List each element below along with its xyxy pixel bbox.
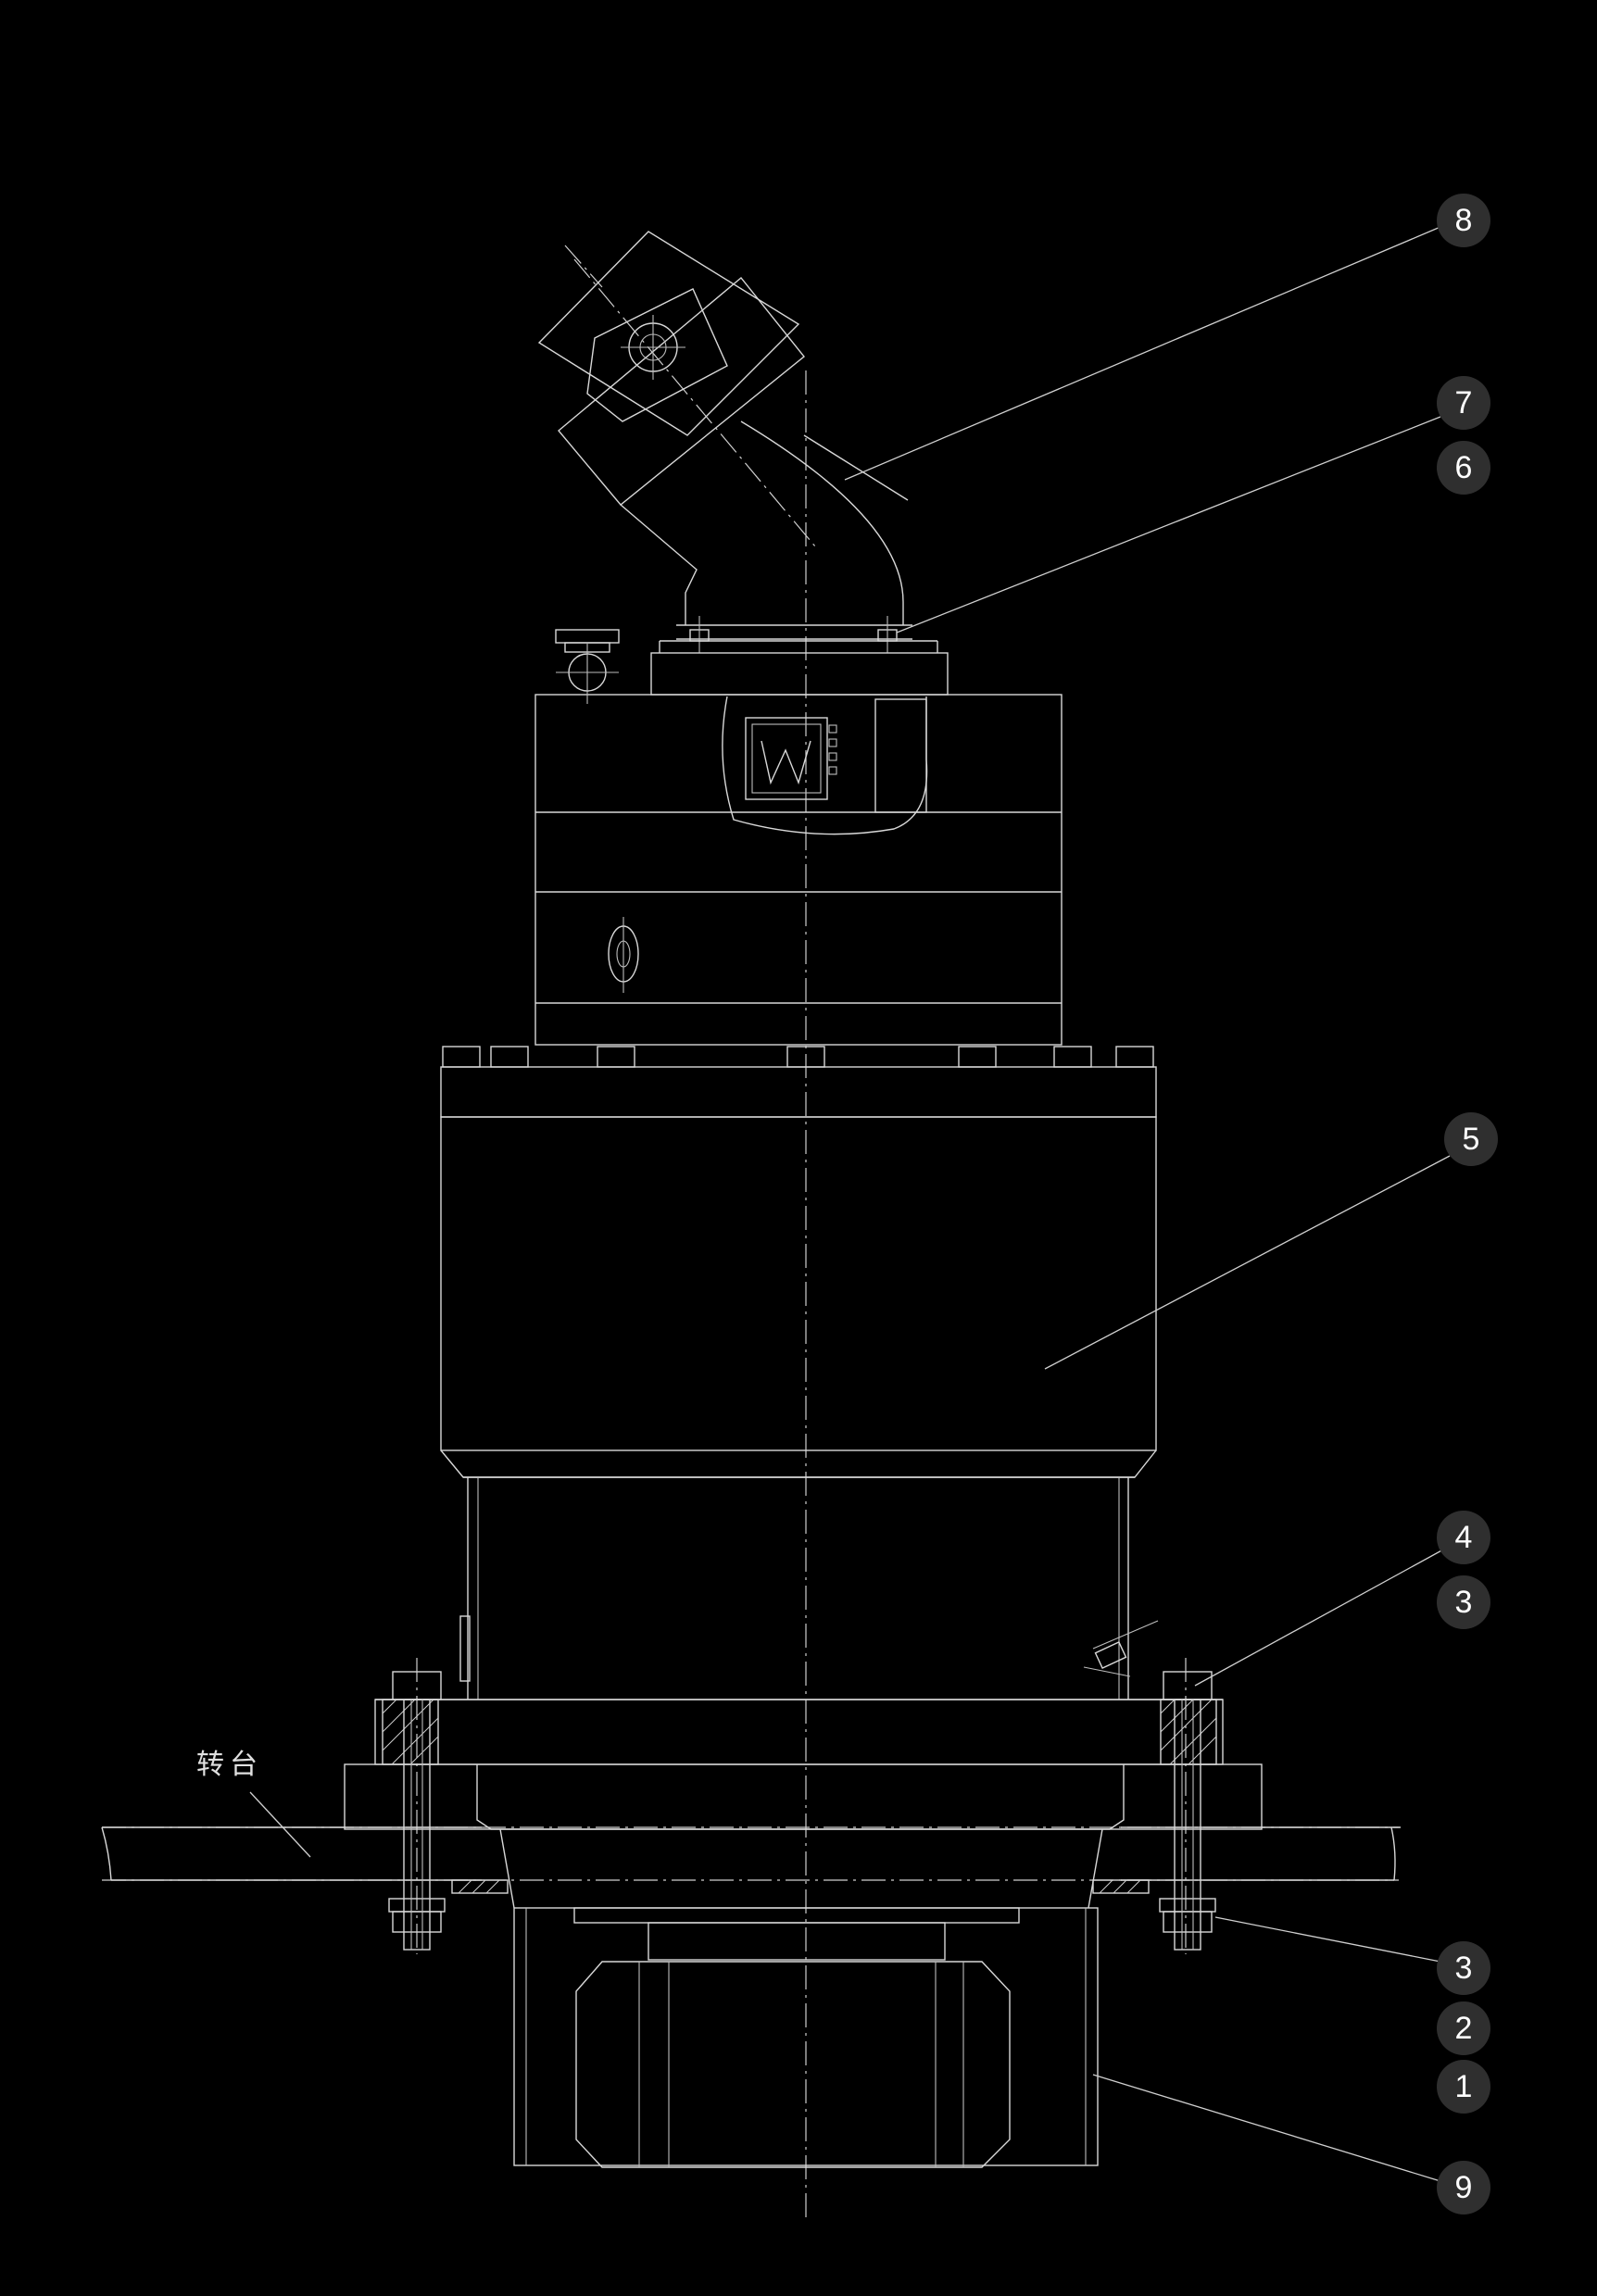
turntable-label: 转台 [196,1749,263,1781]
callout-8: 8 [1437,194,1490,247]
callout-2: 2 [1437,2001,1490,2055]
adapter-flange [650,640,949,696]
callout-6: 6 [1437,441,1490,495]
callout-1: 1 [1437,2060,1490,2114]
callout-4: 4 [1437,1511,1490,1564]
callout-5: 5 [1444,1112,1498,1166]
callout-2-text: 2 [1455,2011,1473,2046]
bolt-right [1159,1671,1216,1951]
callout-3-lower: 3 [1437,1941,1490,1995]
gearbox-housing [440,1066,1159,1700]
leader-lines [249,226,1451,2182]
callout-3-upper-text: 3 [1455,1585,1473,1620]
callout-7-text: 7 [1455,385,1473,420]
callout-7: 7 [1437,376,1490,430]
brake-housing [534,629,1063,1046]
hatch-right [1160,1699,1217,1765]
callout-4-text: 4 [1455,1520,1473,1555]
callout-3-upper: 3 [1437,1575,1490,1629]
bolt-heads-row [442,1046,1154,1068]
callout-8-text: 8 [1455,203,1473,238]
callout-9: 9 [1437,2161,1490,2214]
callout-5-text: 5 [1463,1122,1480,1157]
output-pinion [499,1828,1103,2168]
inclined-motor-block [537,231,912,653]
mounting-flange [101,1699,1401,1894]
callout-6-text: 6 [1455,450,1473,485]
callout-1-text: 1 [1455,2069,1473,2104]
callout-3-lower-text: 3 [1455,1951,1473,1986]
center-lines [102,245,1399,2223]
callout-9-text: 9 [1455,2170,1473,2205]
bolt-left [388,1671,446,1951]
